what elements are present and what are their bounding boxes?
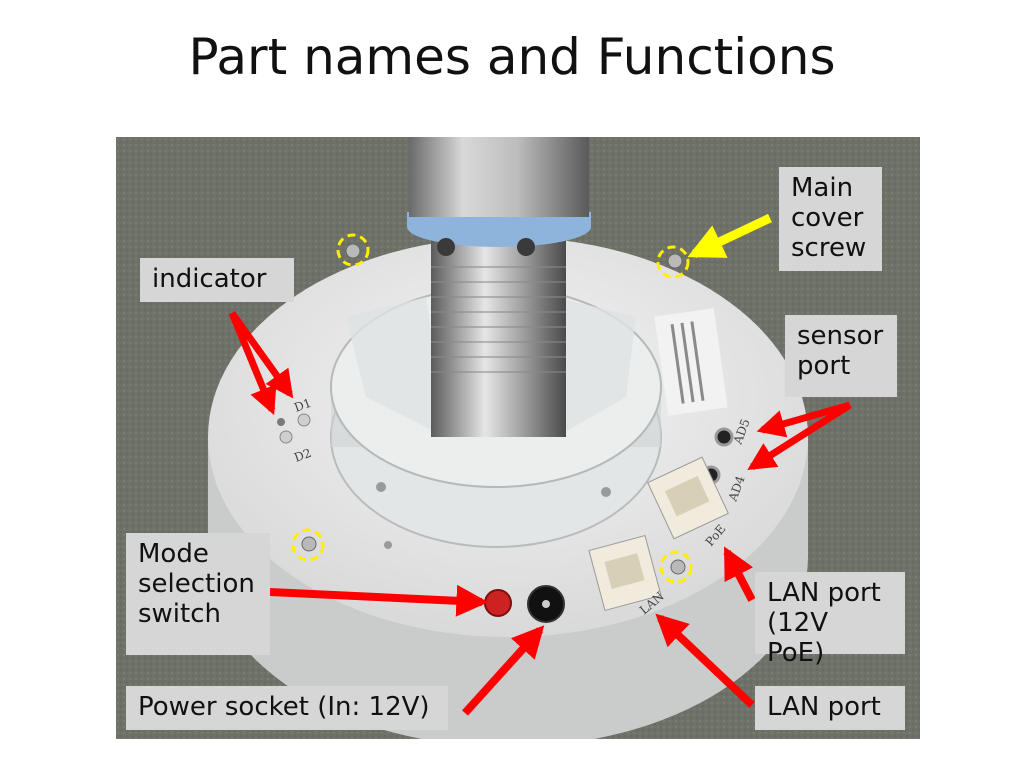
led-d1 bbox=[297, 413, 311, 427]
label-main-cover-screw: Main cover screw bbox=[779, 167, 882, 271]
mode-switch-button bbox=[484, 589, 512, 617]
led-d2 bbox=[279, 430, 293, 444]
marking-d2: D2 bbox=[292, 446, 313, 465]
label-power-socket: Power socket (In: 12V) bbox=[126, 686, 448, 730]
screw-top-right bbox=[667, 253, 683, 269]
lan-jack-poe bbox=[647, 456, 729, 540]
sensor-tube bbox=[409, 137, 589, 217]
page-title: Part names and Functions bbox=[188, 28, 836, 86]
port-ad5 bbox=[714, 427, 734, 447]
label-indicator: indicator bbox=[140, 258, 294, 302]
foil-sleeve bbox=[431, 237, 566, 437]
label-lan-port: LAN port bbox=[755, 686, 905, 730]
label-sensor-port: sensor port bbox=[785, 315, 897, 397]
screw-top-left bbox=[345, 243, 361, 259]
label-lan-port-poe: LAN port (12V PoE) bbox=[755, 572, 905, 668]
screw-lower-left bbox=[301, 536, 317, 552]
marking-d1: D1 bbox=[292, 396, 313, 415]
screw-lower-right bbox=[670, 559, 686, 575]
label-mode-selection-switch: Mode selection switch bbox=[126, 533, 270, 655]
lan-jack-lan bbox=[588, 534, 662, 612]
